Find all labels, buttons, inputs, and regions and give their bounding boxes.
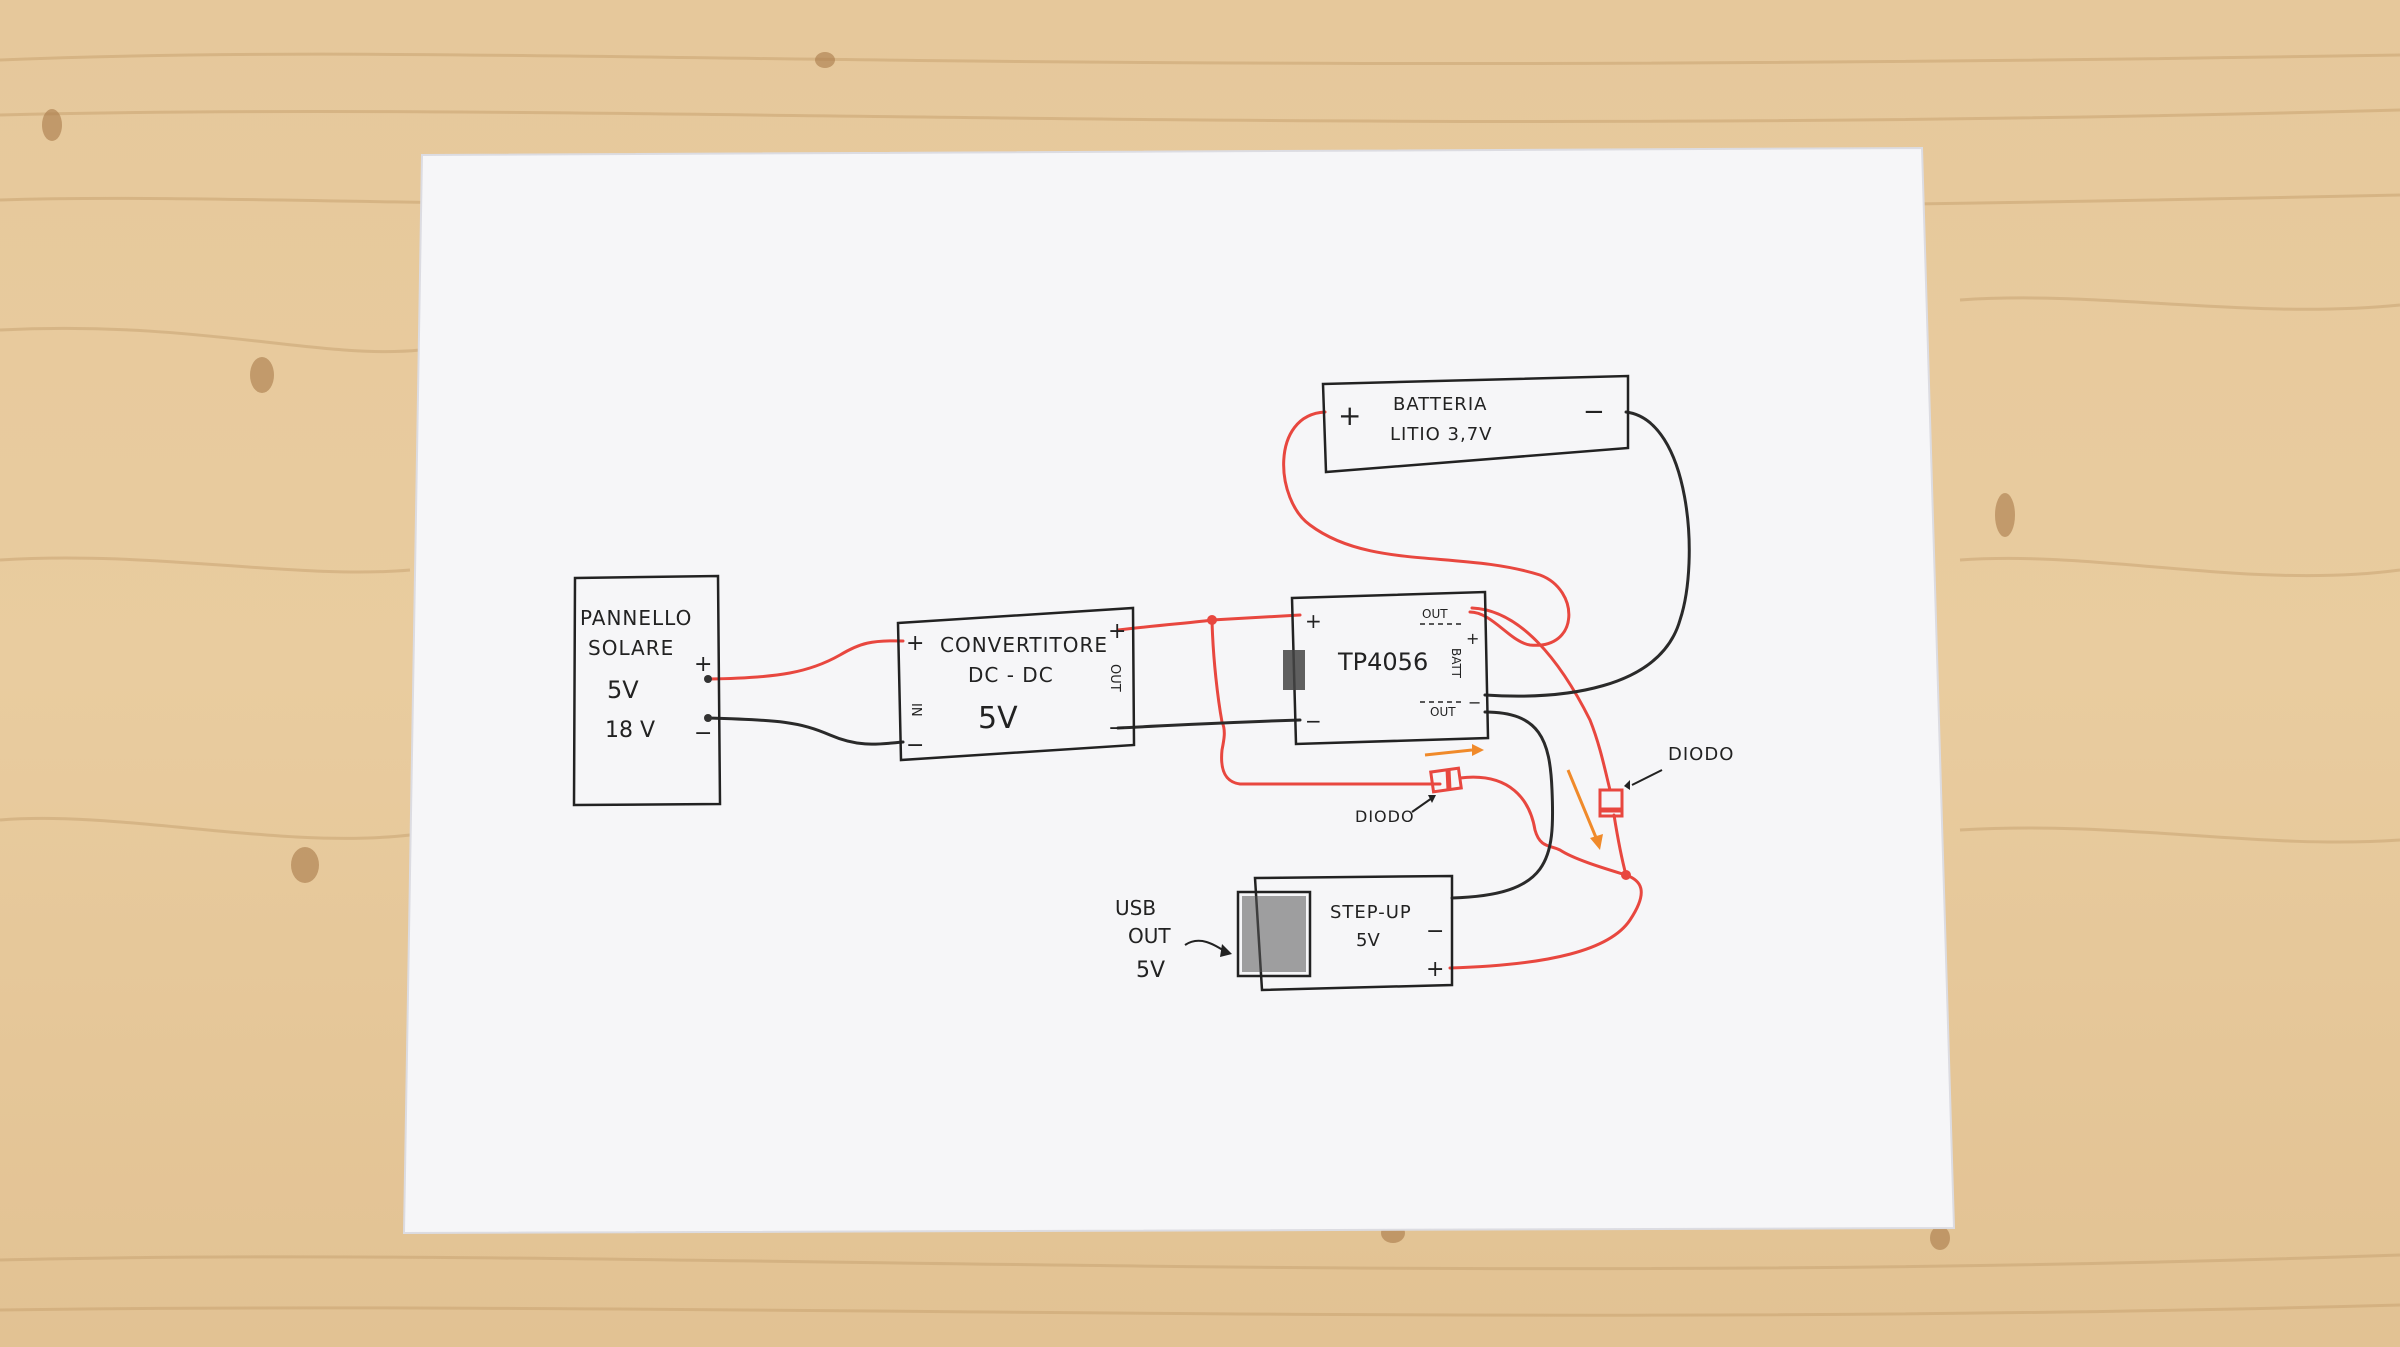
solar-panel-title-line1: PANNELLO (580, 606, 692, 630)
diode-right-label: DIODO (1668, 744, 1734, 765)
converter-title-line2: DC - DC (968, 663, 1054, 687)
stepup-minus-label: − (1426, 919, 1444, 944)
step-up-converter: STEP-UP 5V − + (1236, 874, 1454, 992)
diode-left: DIODO (1355, 744, 1484, 826)
diode-left-label: DIODO (1355, 807, 1415, 826)
paper-sheet (402, 146, 1956, 1235)
battery-minus-label: − (1583, 397, 1605, 427)
wire-battery-plus (1282, 410, 1571, 647)
diode-right: DIODO (1566, 744, 1734, 850)
stepup-title-line1: STEP-UP (1330, 902, 1412, 923)
converter-side-in-label: IN (908, 703, 923, 717)
stepup-plus-label: + (1426, 957, 1444, 982)
converter-in-minus-label: − (906, 733, 924, 758)
charger-in-plus-label: + (1305, 609, 1322, 633)
converter-out-plus-label: + (1108, 619, 1126, 644)
converter-output-voltage: 5V (978, 701, 1018, 736)
usb-label-line1: USB (1115, 896, 1156, 920)
usb-port-hatched (1283, 650, 1305, 690)
battery-plus-label: + (1338, 399, 1361, 432)
wire-diode-to-stepup-plus (1458, 775, 1628, 877)
converter-title-line1: CONVERTITORE (940, 633, 1108, 657)
solar-panel-minus-label: − (694, 721, 712, 746)
converter-in-plus-label: + (906, 631, 924, 656)
current-direction-arrow-right (1566, 769, 1599, 841)
usb-label-line2: OUT (1128, 924, 1171, 948)
lithium-battery: + − BATTERIA LITIO 3,7V (1321, 374, 1630, 474)
stepup-title-line2: 5V (1356, 930, 1380, 951)
wire-tp-out-plus-to-diode (1470, 606, 1612, 792)
converter-out-minus-label: − (1108, 716, 1126, 741)
wire-battery-minus (1483, 410, 1691, 698)
battery-title-line1: BATTERIA (1393, 394, 1487, 415)
charger-out-bottom-label: OUT (1430, 705, 1456, 719)
charger-in-minus-label: − (1305, 709, 1322, 733)
tp4056-charger: TP4056 + − OUT OUT BATT + − (1283, 590, 1490, 746)
charger-bat-label: BATT (1449, 648, 1463, 679)
converter-side-out-label: OUT (1107, 664, 1122, 692)
solar-panel-voltage-min: 5V (607, 676, 639, 704)
usb-output-port (1236, 890, 1312, 978)
wire-solar-minus (706, 716, 905, 746)
junction-dot-plus (1207, 615, 1217, 625)
solar-panel-title-line2: SOLARE (588, 636, 674, 660)
dc-dc-converter: CONVERTITORE DC - DC 5V + − + − IN OUT (896, 606, 1136, 762)
solar-panel-plus-label: + (694, 652, 712, 677)
junction-dot-stepup (1621, 870, 1631, 880)
solar-panel: PANNELLO SOLARE 5V 18 V + − (572, 574, 722, 807)
wire-solar-plus (706, 639, 905, 681)
charger-out-minus-label: − (1468, 693, 1481, 712)
charger-name: TP4056 (1337, 648, 1428, 676)
wire-bypass-to-diode (1210, 618, 1442, 786)
battery-title-line2: LITIO 3,7V (1390, 424, 1492, 445)
current-direction-arrow-left (1424, 748, 1473, 757)
terminal-dot-solar-minus (704, 714, 712, 722)
wire-converter-minus (1116, 718, 1302, 730)
solar-panel-voltage-max: 18 V (605, 718, 655, 743)
usb-out-annotation: USB OUT 5V (1115, 896, 1232, 983)
wire-tp-out-minus-to-stepup (1450, 710, 1555, 900)
charger-out-top-label: OUT (1422, 607, 1448, 621)
charger-out-plus-label: + (1466, 629, 1479, 648)
usb-label-line3: 5V (1136, 958, 1165, 983)
wire-diode-to-junction (1448, 813, 1643, 970)
terminal-dot-solar-plus (704, 675, 712, 683)
